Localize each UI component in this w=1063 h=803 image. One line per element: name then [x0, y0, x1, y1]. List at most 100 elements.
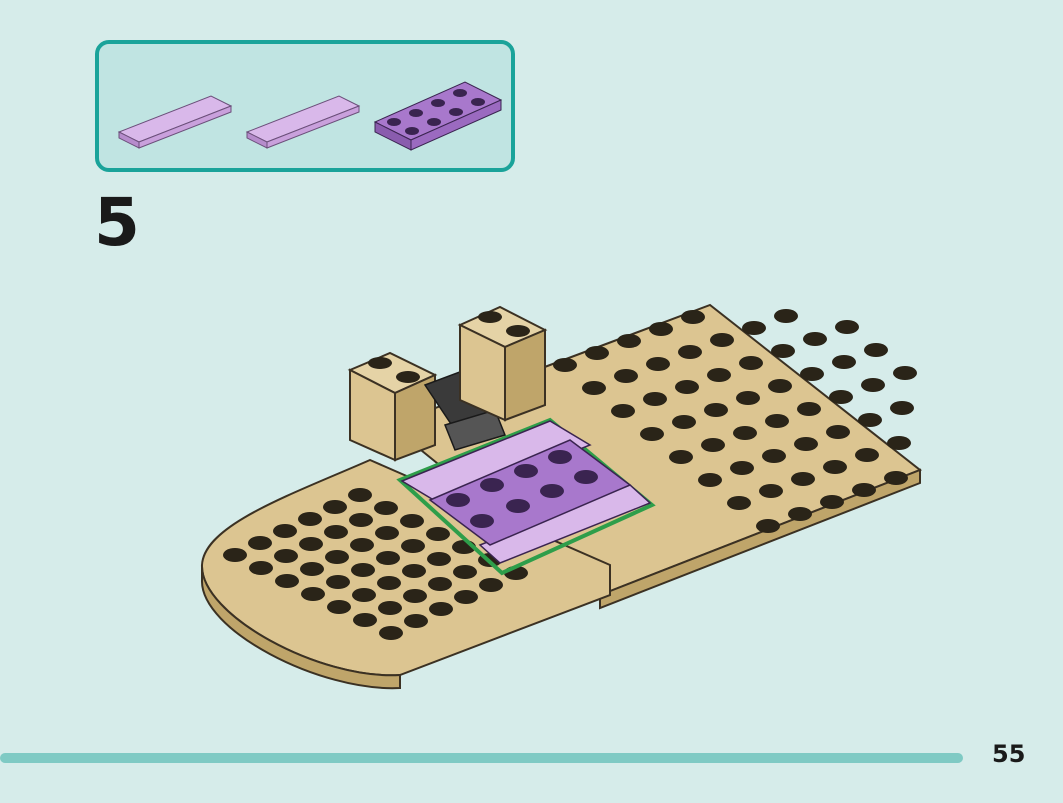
stud [454, 590, 478, 604]
stud [351, 563, 375, 577]
stud [858, 413, 882, 427]
stud [762, 449, 786, 463]
stud [820, 495, 844, 509]
stud [823, 460, 847, 474]
stud [429, 602, 453, 616]
stud [324, 525, 348, 539]
part-tile-1 [117, 95, 233, 149]
stud [585, 346, 609, 360]
stud [301, 587, 325, 601]
stud [350, 538, 374, 552]
stud [400, 514, 424, 528]
stud [249, 561, 273, 575]
stud [379, 626, 403, 640]
stud [401, 539, 425, 553]
stud [710, 333, 734, 347]
stud [275, 574, 299, 588]
stud [826, 425, 850, 439]
stud [788, 507, 812, 521]
stud [649, 322, 673, 336]
stud [348, 488, 372, 502]
stud [890, 401, 914, 415]
stud [553, 358, 577, 372]
parts-callout [95, 40, 515, 172]
stud [864, 343, 888, 357]
stud [323, 500, 347, 514]
stud [453, 565, 477, 579]
tan-brick-right [457, 305, 548, 422]
step-number: 5 [94, 184, 140, 261]
stud [611, 404, 635, 418]
stud [427, 552, 451, 566]
stud [378, 601, 402, 615]
stud [428, 577, 452, 591]
build-illustration [200, 303, 922, 690]
stud-grid [223, 309, 917, 640]
part-plate-2x4 [373, 81, 503, 151]
stud [765, 414, 789, 428]
stud [617, 334, 641, 348]
stud [248, 536, 272, 550]
stud [742, 321, 766, 335]
stud [374, 501, 398, 515]
stud [803, 332, 827, 346]
stud [835, 320, 859, 334]
new-parts-highlight [396, 417, 656, 576]
stud [223, 548, 247, 562]
stud [681, 310, 705, 324]
stud [893, 366, 917, 380]
stud [479, 578, 503, 592]
stud [852, 483, 876, 497]
stud [861, 378, 885, 392]
stud [325, 550, 349, 564]
stud [640, 427, 664, 441]
parts-callout-art [117, 81, 503, 151]
stud [730, 461, 754, 475]
stud [669, 450, 693, 464]
stud [299, 537, 323, 551]
stud [832, 355, 856, 369]
stud [375, 526, 399, 540]
stud [887, 436, 911, 450]
stud [727, 496, 751, 510]
progress-bar [0, 753, 963, 763]
stud [698, 473, 722, 487]
stud [300, 562, 324, 576]
stud [704, 403, 728, 417]
stud [733, 426, 757, 440]
stud [800, 367, 824, 381]
stud [771, 344, 795, 358]
stud [672, 415, 696, 429]
stud [614, 369, 638, 383]
stud [403, 589, 427, 603]
stud [739, 356, 763, 370]
stud [768, 379, 792, 393]
stud [327, 600, 351, 614]
stud [426, 527, 450, 541]
stud [736, 391, 760, 405]
stud [643, 392, 667, 406]
stud [791, 472, 815, 486]
stud [646, 357, 670, 371]
stud [349, 513, 373, 527]
stud [756, 519, 780, 533]
stud [404, 614, 428, 628]
stud [855, 448, 879, 462]
stud [707, 368, 731, 382]
stud [353, 613, 377, 627]
stud [759, 484, 783, 498]
stud [298, 512, 322, 526]
stud [273, 524, 297, 538]
page-number: 55 [992, 740, 1026, 768]
stud [377, 576, 401, 590]
part-tile-2 [245, 95, 361, 149]
stud [402, 564, 426, 578]
tan-brick-left [347, 351, 438, 462]
stud [884, 471, 908, 485]
stud [326, 575, 350, 589]
stud [352, 588, 376, 602]
stud [274, 549, 298, 563]
stud [794, 437, 818, 451]
stud [701, 438, 725, 452]
stud [829, 390, 853, 404]
